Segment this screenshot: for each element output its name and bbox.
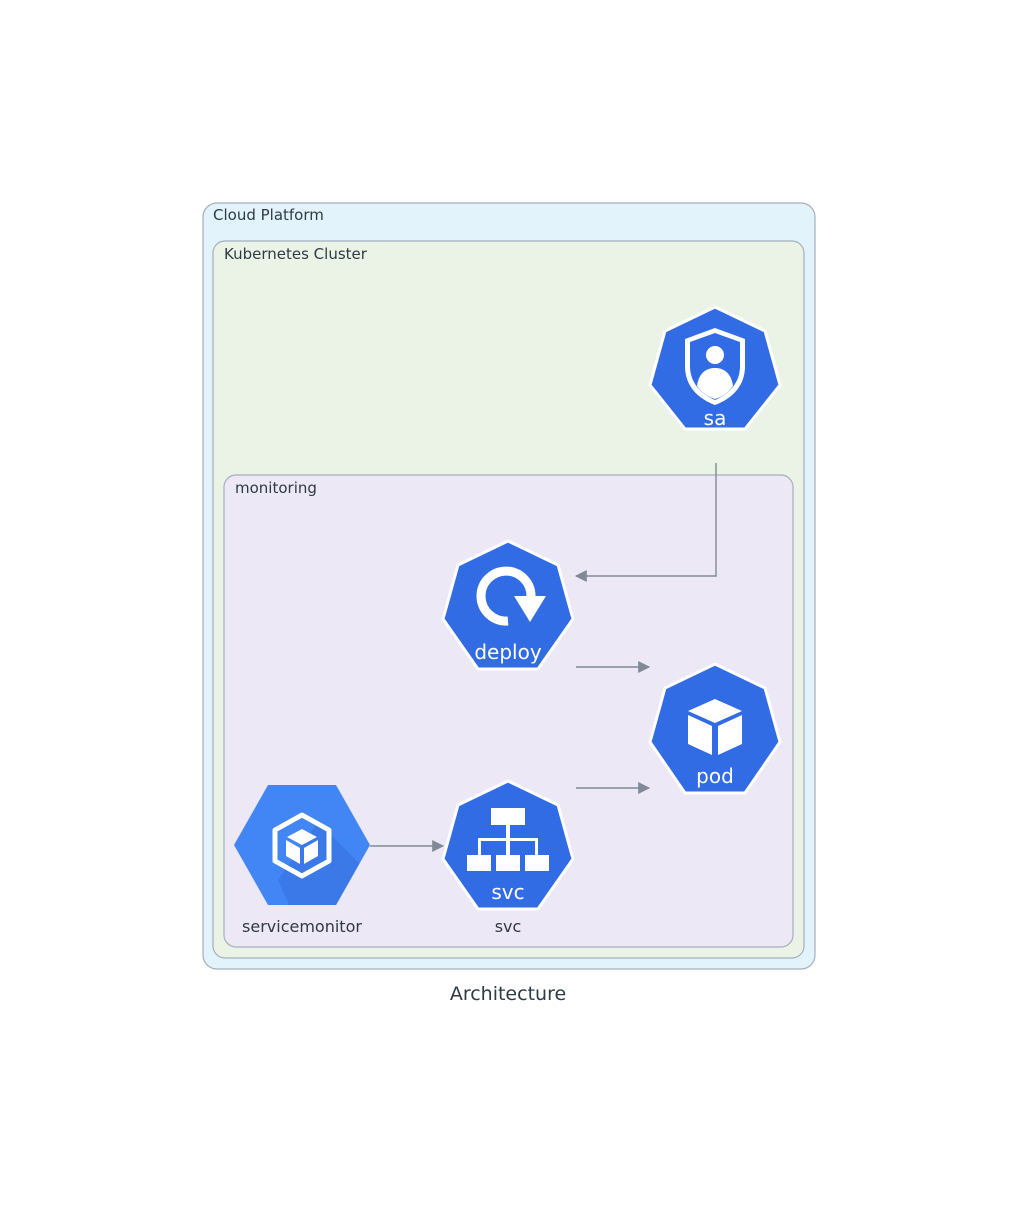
cluster-cloud-platform-label: Cloud Platform (213, 206, 324, 224)
edge-sa-to-deploy (574, 463, 717, 582)
node-deploy[interactable]: deploy (441, 539, 575, 671)
node-deploy-heptagon (441, 539, 575, 671)
node-deploy-label: deploy (474, 640, 541, 664)
servicemonitor-icon (272, 812, 332, 879)
cluster-monitoring: monitoring (223, 474, 794, 948)
deployment-icon (476, 566, 546, 626)
cluster-kubernetes-label: Kubernetes Cluster (224, 245, 368, 263)
node-sa[interactable]: sa (648, 305, 782, 431)
node-pod-heptagon (648, 662, 782, 795)
service-account-icon (685, 328, 745, 405)
node-servicemonitor[interactable]: servicemonitor (234, 785, 390, 936)
cluster-monitoring-label: monitoring (235, 479, 317, 497)
node-servicemonitor-caption: servicemonitor (242, 917, 362, 936)
node-pod-label: pod (696, 764, 734, 788)
edges (370, 463, 717, 852)
node-svc[interactable]: svc svc (441, 779, 575, 936)
diagram-title: Architecture (450, 983, 566, 1005)
node-sa-label: sa (704, 406, 727, 430)
pod-icon (688, 699, 742, 755)
node-svc-label: svc (491, 880, 524, 904)
service-icon (467, 808, 549, 871)
node-pod[interactable]: pod (648, 662, 782, 795)
node-svc-caption: svc (495, 917, 522, 936)
